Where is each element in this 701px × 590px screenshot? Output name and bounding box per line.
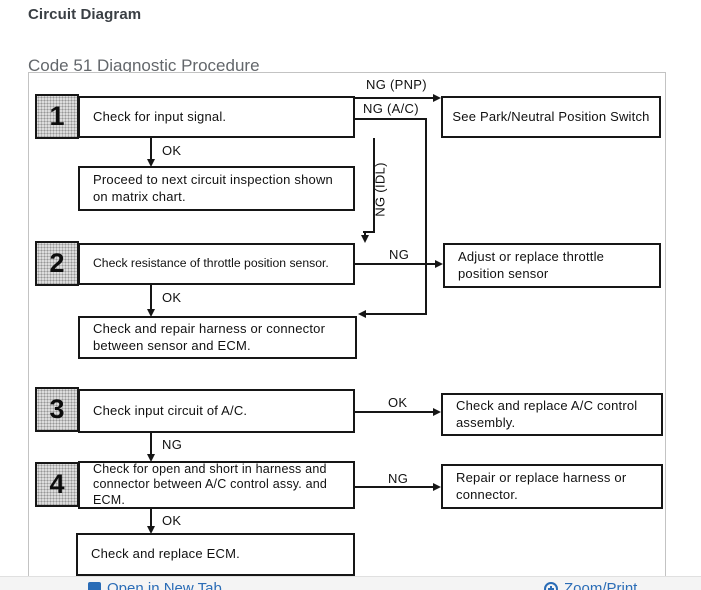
flow-box-adjust-tps: Adjust or replace throttle position sens…: [443, 243, 661, 288]
flow-line-ok-1: [150, 138, 152, 160]
arrowhead-ng-2: [435, 260, 443, 268]
label-ng-2: NG: [389, 247, 410, 262]
flow-line-ok-3: [355, 411, 434, 413]
arrowhead-ng-ac: [358, 310, 366, 318]
flow-box-check-ac-input: Check input circuit of A/C.: [78, 389, 355, 433]
flow-line-ng-idl-v: [373, 138, 375, 233]
flow-box-repair-connector: Repair or replace harness or connector.: [441, 464, 663, 509]
flow-box-harness-sensor-ecm: Check and repair harness or connector be…: [78, 316, 357, 359]
label-ng-3: NG: [162, 437, 183, 452]
flowchart-canvas: 1 Check for input signal. NG (PNP) See P…: [28, 72, 666, 577]
arrowhead-ok-1: [147, 159, 155, 167]
diagram-subtitle: Code 51 Diagnostic Procedure: [28, 56, 260, 75]
arrowhead-ng-idl: [361, 235, 369, 243]
flow-box-replace-ac-assembly: Check and replace A/C control assembly.: [441, 393, 663, 436]
flow-line-ng-idl-jog: [363, 231, 375, 233]
open-in-new-tab-icon: [88, 582, 101, 590]
flow-line-ng-pnp: [355, 97, 434, 99]
flow-box-proceed-matrix: Proceed to next circuit inspection shown…: [78, 166, 355, 211]
flow-box-check-ac-harness: Check for open and short in harness and …: [78, 461, 355, 509]
flow-line-ng-2: [355, 263, 436, 265]
label-ng-ac: NG (A/C): [363, 101, 419, 116]
step-number-2: 2: [35, 241, 79, 286]
label-ok-4: OK: [162, 513, 182, 528]
flow-line-ng-idl-stub: [364, 231, 366, 236]
open-in-new-tab-link[interactable]: Open in New Tab: [88, 580, 222, 590]
flow-line-ng-ac-h: [355, 118, 427, 120]
open-in-new-tab-label: Open in New Tab: [107, 580, 222, 590]
step-number-1: 1: [35, 94, 79, 139]
zoom-print-label: Zoom/Print: [564, 580, 638, 590]
viewer-footer: Open in New Tab Zoom/Print: [0, 576, 701, 590]
label-ok-1: OK: [162, 143, 182, 158]
flow-line-ok-4: [150, 509, 152, 527]
label-ng-4: NG: [388, 471, 409, 486]
flow-box-check-input-signal: Check for input signal.: [78, 96, 355, 138]
arrowhead-ok-4: [147, 526, 155, 534]
arrowhead-ok-3: [433, 408, 441, 416]
flow-line-ng-4: [355, 486, 434, 488]
flow-box-replace-ecm: Check and replace ECM.: [76, 533, 355, 576]
label-ok-2: OK: [162, 290, 182, 305]
flow-line-ng-ac-return: [365, 313, 427, 315]
label-ok-3: OK: [388, 395, 408, 410]
zoom-print-link[interactable]: Zoom/Print: [544, 580, 637, 590]
flow-line-ok-2: [150, 285, 152, 310]
zoom-in-icon: [544, 581, 558, 590]
flow-box-see-pnp-switch: See Park/Neutral Position Switch: [441, 96, 661, 138]
page-title: Circuit Diagram: [28, 6, 142, 23]
flow-box-check-tps-resistance: Check resistance of throttle position se…: [78, 243, 355, 285]
label-ng-pnp: NG (PNP): [366, 77, 427, 92]
flow-line-ng-ac-v: [425, 118, 427, 315]
step-number-3: 3: [35, 387, 79, 432]
arrowhead-ng-pnp: [433, 94, 441, 102]
arrowhead-ok-2: [147, 309, 155, 317]
arrowhead-ng-4: [433, 483, 441, 491]
flow-line-ng-3: [150, 433, 152, 455]
step-number-4: 4: [35, 462, 79, 507]
arrowhead-ng-3: [147, 454, 155, 462]
